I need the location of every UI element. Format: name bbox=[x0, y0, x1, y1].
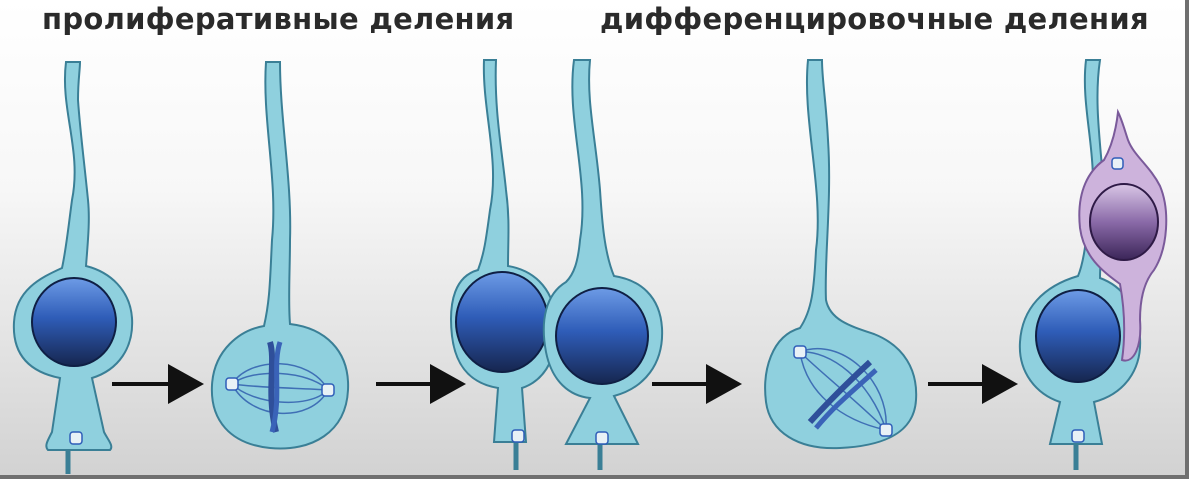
mitotic-spindle-icon bbox=[212, 62, 348, 449]
radial-glia-cell-icon bbox=[14, 62, 132, 474]
neuron-migration-icon bbox=[1020, 60, 1166, 470]
daughter-cells-icon bbox=[451, 60, 662, 470]
tilted-spindle-icon bbox=[765, 60, 916, 448]
